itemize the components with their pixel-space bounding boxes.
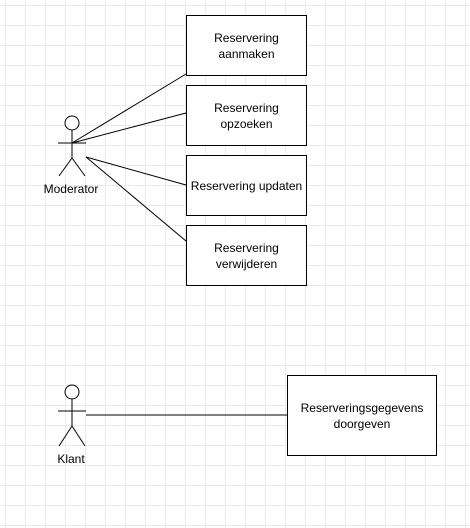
association-moderator-aanmaken[interactable]	[71, 73, 187, 144]
usecase-reservering-updaten[interactable]: Reservering updaten	[186, 155, 307, 216]
association-moderator-verwijderen[interactable]	[85, 156, 187, 242]
stick-figure-icon	[58, 115, 86, 177]
actor-klant[interactable]: Klant	[56, 384, 88, 466]
actor-label-moderator: Moderator	[43, 182, 99, 196]
actor-label-klant: Klant	[57, 452, 85, 466]
usecase-reservering-verwijderen[interactable]: Reservering verwijderen	[186, 225, 307, 286]
usecase-reservering-opzoeken[interactable]: Reservering opzoeken	[186, 85, 307, 146]
association-moderator-opzoeken[interactable]	[71, 112, 187, 144]
usecase-reservering-aanmaken[interactable]: Reservering aanmaken	[186, 15, 307, 76]
actor-moderator[interactable]: Moderator	[44, 114, 98, 196]
usecase-reserveringsgegevens-doorgeven[interactable]: Reserveringsgegevens doorgeven	[287, 375, 437, 456]
stick-figure-icon	[58, 384, 86, 447]
association-moderator-updaten[interactable]	[85, 156, 187, 186]
